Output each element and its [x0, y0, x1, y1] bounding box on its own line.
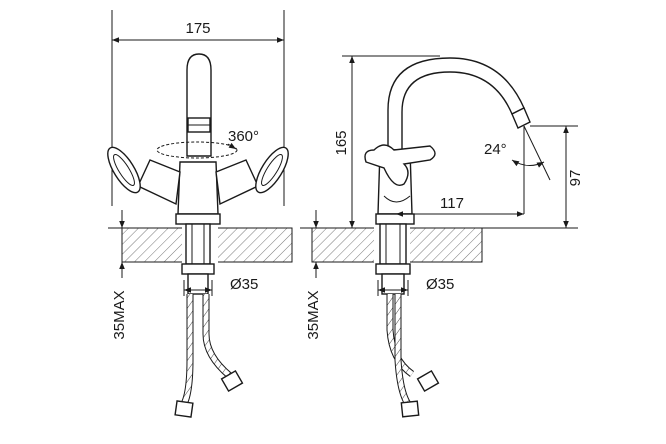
- front-width-label: 175: [185, 20, 210, 37]
- side-faucet-body: [364, 144, 436, 225]
- front-max-thickness-dimension: 35MAX: [108, 210, 130, 340]
- front-width-dimension: 175: [111, 10, 285, 206]
- front-supply-hoses: [174, 294, 244, 418]
- side-supply-hoses: [386, 294, 440, 418]
- side-max-thickness-dimension: 35MAX: [300, 210, 322, 340]
- front-diameter-dimension: Ø35: [183, 276, 258, 296]
- front-rotation-indicator: 360°: [156, 128, 259, 159]
- side-angle-label: 24°: [484, 141, 507, 158]
- front-mounting-stud: [181, 223, 215, 295]
- side-diameter-label: Ø35: [426, 276, 454, 293]
- side-spout: [387, 57, 531, 151]
- side-mounting-stud: [375, 223, 411, 295]
- side-reach-label: 117: [440, 195, 464, 212]
- front-spout: [186, 53, 212, 157]
- side-height-label: 165: [333, 130, 350, 155]
- side-spout-height-label: 97: [567, 170, 584, 187]
- front-max-thickness-label: 35MAX: [111, 290, 128, 339]
- front-faucet-body: [107, 146, 289, 225]
- side-angle-dimension: 24°: [484, 125, 551, 214]
- side-reach-dimension: 117: [396, 195, 524, 217]
- side-view: 165 24° 97: [300, 55, 584, 418]
- front-diameter-label: Ø35: [230, 276, 258, 293]
- side-max-thickness-label: 35MAX: [305, 290, 322, 339]
- front-rotation-label: 360°: [228, 128, 259, 145]
- side-diameter-dimension: Ø35: [377, 276, 454, 296]
- side-spout-height-dimension: 97: [440, 125, 584, 229]
- front-view: 175 360°: [107, 10, 293, 418]
